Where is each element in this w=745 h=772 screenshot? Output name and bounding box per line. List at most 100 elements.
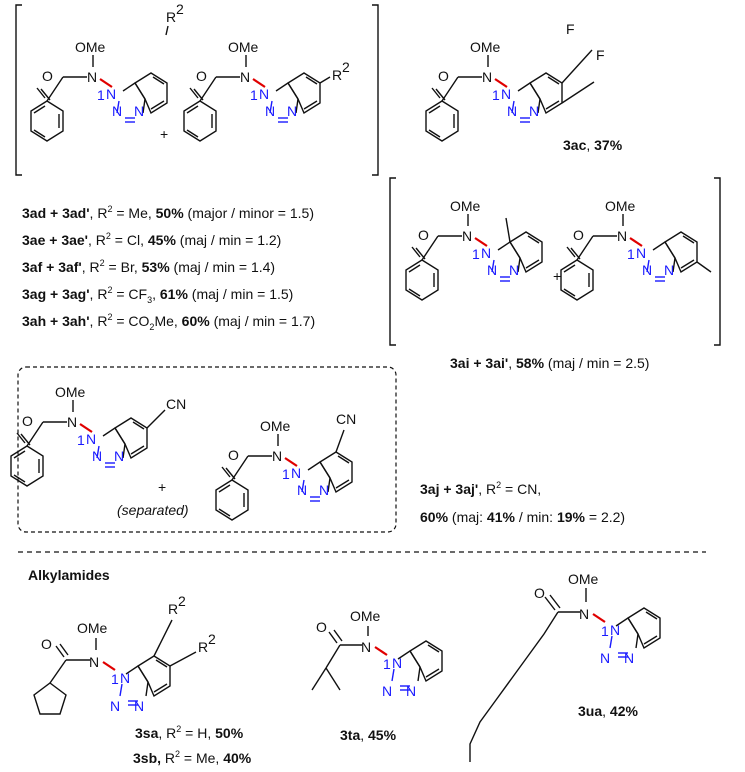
atom-n2: N <box>110 698 120 714</box>
atom-f2: F <box>596 47 605 63</box>
atom-ome: OMe <box>77 620 108 636</box>
label-3ai: 3ai + 3ai', 58% (maj / min = 2.5) <box>450 355 649 371</box>
label-3ag: 3ag + 3ag', R2 = CF3, 61% (maj / min = 1… <box>22 285 293 305</box>
atom-n: N <box>240 69 250 85</box>
section-title-alkylamides: Alkylamides <box>28 567 110 583</box>
atom-locant: 1 <box>472 246 480 262</box>
atom-r2-sup: 2 <box>208 631 216 647</box>
atom-ome: OMe <box>55 384 86 400</box>
molecule-3ac: O N OMe N 1 N N F F <box>424 21 605 143</box>
atom-n: N <box>87 69 97 85</box>
atom-n3: N <box>406 683 416 699</box>
molecule-3sa: O N OMe N 1 N N R 2 R 2 <box>33 593 216 715</box>
atom-o: O <box>534 585 545 601</box>
molecule-3aj-isomer-a: O N OMe N 1 N N CN <box>9 384 186 488</box>
atom-n1: N <box>481 245 491 261</box>
label-3ta: 3ta, 45% <box>340 727 397 743</box>
atom-r2-sup: 2 <box>342 59 350 75</box>
plus-sign: + <box>553 268 561 284</box>
atom-n1: N <box>259 86 269 102</box>
atom-n: N <box>67 414 77 430</box>
molecule-3ai-isomer-b: O N OMe N 1 N N <box>559 198 712 302</box>
atom-n: N <box>579 606 589 622</box>
atom-n2: N <box>642 262 652 278</box>
atom-ome: OMe <box>470 39 501 55</box>
atom-n3: N <box>134 698 144 714</box>
atom-r2: R <box>166 9 176 25</box>
molecule-3ai-isomer-a: O N OMe N 1 N N <box>404 198 544 302</box>
atom-n3: N <box>529 103 539 119</box>
atom-ome: OMe <box>350 608 381 624</box>
label-3ua: 3ua, 42% <box>578 703 638 719</box>
molecule-3ua: O N OMe N 1 N N <box>469 571 661 762</box>
atom-r2-sup: 2 <box>176 1 184 17</box>
atom-n3: N <box>509 262 519 278</box>
atom-n3: N <box>134 103 144 119</box>
bracket-right-mid <box>389 177 721 346</box>
atom-n: N <box>272 448 282 464</box>
atom-o: O <box>228 447 239 463</box>
atom-ome: OMe <box>605 198 636 214</box>
atom-n2: N <box>382 683 392 699</box>
atom-n2: N <box>112 103 122 119</box>
bracket-left-top <box>15 4 379 176</box>
atom-ome: OMe <box>260 418 291 434</box>
atom-o: O <box>573 227 584 243</box>
atom-n1: N <box>106 86 116 102</box>
label-3aj-line2: 60% (maj: 41% / min: 19% = 2.2) <box>420 509 625 525</box>
atom-ome: OMe <box>450 198 481 214</box>
atom-locant: 1 <box>111 671 119 687</box>
atom-n3: N <box>319 482 329 498</box>
atom-o: O <box>418 227 429 243</box>
plus-sign: + <box>160 126 168 142</box>
atom-o: O <box>438 68 449 84</box>
atom-n2: N <box>265 103 275 119</box>
atom-locant: 1 <box>627 246 635 262</box>
atom-n2: N <box>600 650 610 666</box>
atom-n2: N <box>92 448 102 464</box>
atom-n2: N <box>487 262 497 278</box>
atom-r2: R <box>168 601 178 617</box>
atom-locant: 1 <box>383 656 391 672</box>
atom-n3: N <box>624 650 634 666</box>
atom-locant: 1 <box>601 623 609 639</box>
dashed-box-3aj <box>17 366 397 533</box>
yield-list-3ad-3ah: 3ad + 3ad', R2 = Me, 50% (major / minor … <box>22 204 315 332</box>
plus-sign: + <box>158 479 166 495</box>
atom-ome: OMe <box>228 39 259 55</box>
atom-o: O <box>22 413 33 429</box>
atom-cn: CN <box>336 411 356 427</box>
atom-n3: N <box>287 103 297 119</box>
atom-locant: 1 <box>282 466 290 482</box>
label-3ae: 3ae + 3ae', R2 = Cl, 45% (maj / min = 1.… <box>22 231 281 248</box>
atom-n: N <box>361 639 371 655</box>
atom-n1: N <box>392 655 402 671</box>
atom-cn: CN <box>166 396 186 412</box>
atom-ome: OMe <box>568 571 599 587</box>
atom-r2-sup: 2 <box>178 593 186 609</box>
atom-n: N <box>617 228 627 244</box>
atom-n3: N <box>114 448 124 464</box>
atom-n1: N <box>501 86 511 102</box>
atom-locant: 1 <box>77 432 85 448</box>
label-3ac: 3ac, 37% <box>563 137 623 153</box>
atom-f1: F <box>566 21 575 37</box>
molecule-3ad-isomer-a: O N OMe N 1 N N R 2 <box>29 1 184 143</box>
atom-n1: N <box>636 245 646 261</box>
atom-n2: N <box>297 482 307 498</box>
atom-ome: OMe <box>75 39 106 55</box>
atom-n2: N <box>507 103 517 119</box>
atom-locant: 1 <box>250 87 258 103</box>
atom-o: O <box>41 636 52 652</box>
atom-locant: 1 <box>492 87 500 103</box>
atom-n1: N <box>610 622 620 638</box>
atom-n: N <box>89 654 99 670</box>
atom-n1: N <box>291 465 301 481</box>
label-separated: (separated) <box>117 502 189 518</box>
atom-r2: R <box>332 67 342 83</box>
label-3aj-line1: 3aj + 3aj', R2 = CN, <box>420 480 541 497</box>
molecule-3ta: O N OMe N 1 N N <box>311 608 443 699</box>
atom-o: O <box>42 68 53 84</box>
label-3af: 3af + 3af', R2 = Br, 53% (maj / min = 1.… <box>22 258 275 275</box>
label-3sb: 3sb, R2 = Me, 40% <box>133 749 252 766</box>
